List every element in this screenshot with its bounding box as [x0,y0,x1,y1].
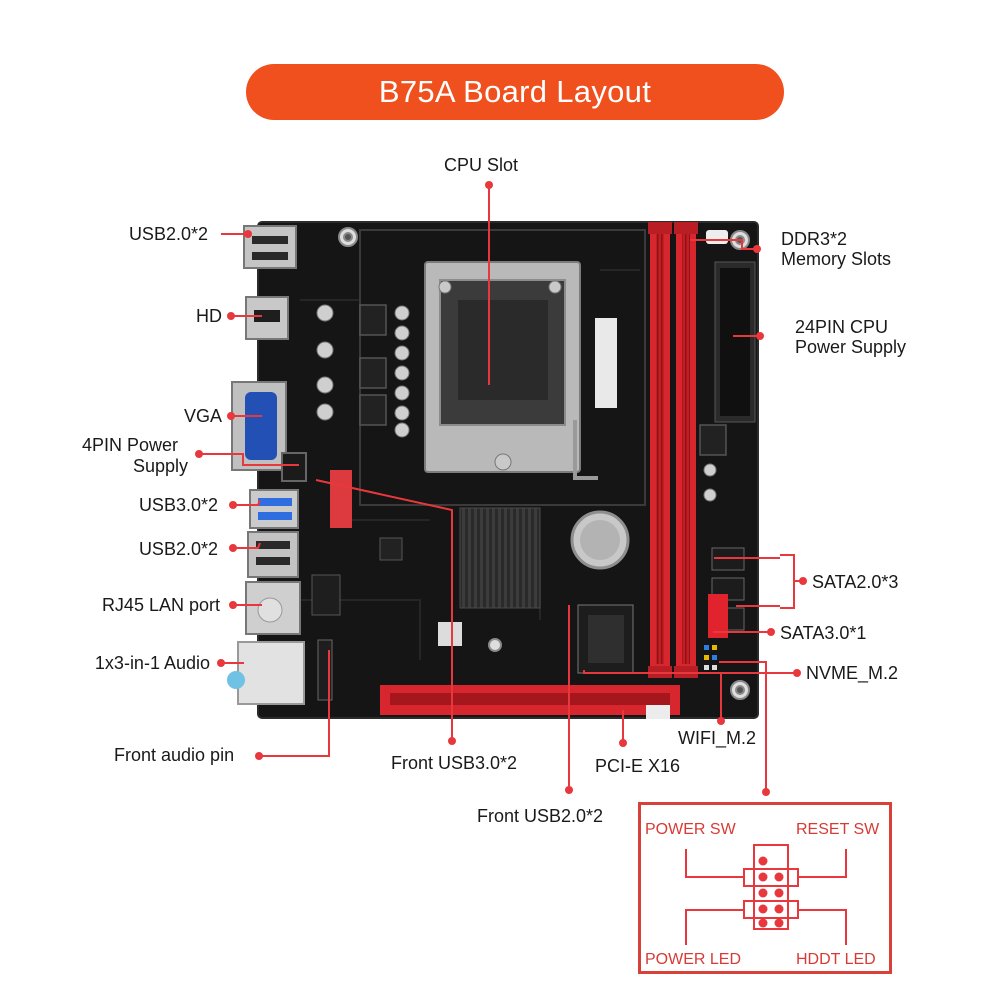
label-ddr3-line1: DDR3*2 [781,229,848,249]
cpu-socket [359,229,646,506]
sata-ports [708,547,745,638]
label-nvme: NVME_M.2 [806,663,899,683]
sticker [595,318,617,408]
label-pcie: PCI-E X16 [595,756,681,776]
label-sata2: SATA2.0*3 [812,572,899,592]
small-header [706,230,728,244]
label-usb30: USB3.0*2 [138,495,218,515]
m2-slot [577,604,634,674]
chipset-heatsink [459,507,541,609]
cpu-4pin-connector [281,452,307,482]
rear-io [227,225,305,705]
label-4pin-power-line2: Supply [133,456,189,476]
label-power-led: POWER LED [645,951,742,968]
leader-lines [199,185,803,792]
label-reset-sw: RESET SW [796,821,880,838]
label-rj45: RJ45 LAN port [101,595,220,615]
front-panel-pins [704,645,717,670]
label-audio: 1x3-in-1 Audio [94,653,210,673]
capacitors [316,304,717,502]
cmos-battery [570,510,630,570]
title-banner: B75A Board Layout [246,64,784,120]
atx-24pin-connector [714,261,756,423]
label-24pin-line2: Power Supply [795,337,907,357]
front-panel-header-pins [685,844,847,945]
label-hddt-led: HDDT LED [796,951,876,968]
label-usb20-mid: USB2.0*2 [138,539,218,559]
label-hd: HD [196,306,222,326]
label-4pin-power-line1: 4PIN Power [82,435,179,455]
label-front-usb20: Front USB2.0*2 [477,806,604,826]
label-ddr3-line2: Memory Slots [781,249,892,269]
label-usb20-top: USB2.0*2 [128,224,208,244]
label-front-audio: Front audio pin [114,745,235,765]
label-24pin-line1: 24PIN CPU [795,317,889,337]
label-sata3: SATA3.0*1 [780,623,867,643]
vrm-chokes [359,304,727,456]
label-power-sw: POWER SW [645,821,736,838]
label-cpu-slot: CPU Slot [444,155,519,175]
front-panel-header-diagram: POWER SW RESET SW POWER LED HDDT LED [638,802,892,974]
leader-dots [195,181,807,796]
label-vga: VGA [183,406,222,426]
label-wifi: WIFI_M.2 [678,728,757,748]
label-front-usb30: Front USB3.0*2 [391,753,518,773]
pcie-x16-slot [380,685,680,719]
